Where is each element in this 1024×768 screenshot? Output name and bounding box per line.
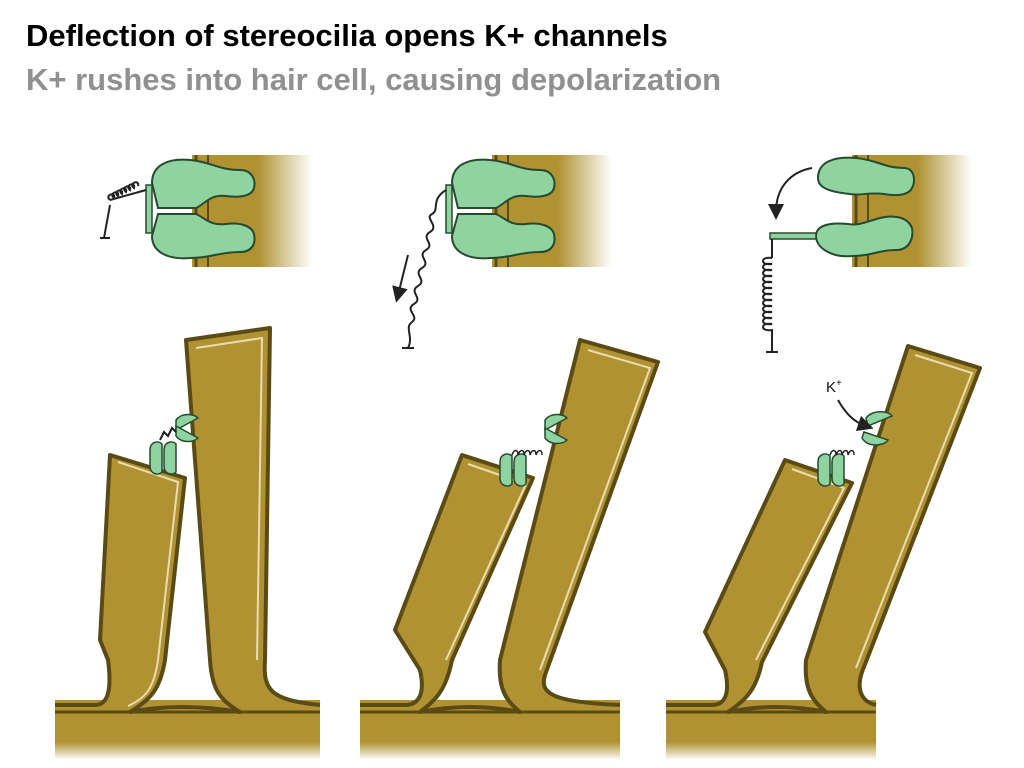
channel-gate-lower-open [814,215,914,258]
channel-gate-lower [150,213,256,260]
upper-channel-opening [544,413,569,445]
slide-subtitle: K+ rushes into hair cell, causing depola… [26,62,722,97]
ion-influx-arrow [837,399,874,432]
deflected-stereocilium [360,338,660,714]
stereocilia-bundle: K+ [666,344,982,760]
lower-channel-opening [499,453,527,487]
channel-gate-upper [450,158,556,209]
lower-channel-closed [149,441,177,475]
tip-link-spring-stretched [402,189,447,349]
stereocilia-bundle [360,338,660,760]
panel-open: K+ [666,155,982,760]
lower-channel-open [817,453,845,487]
tip-link [511,449,543,456]
inset-channel-open [762,155,972,353]
inset-channel-closed [100,155,312,267]
channel-gate-upper-open [816,156,915,197]
pull-arrow [392,254,409,303]
gate-swing-arrow [768,167,813,220]
short-stereocilium [55,326,321,714]
channel-gate-upper [150,158,256,209]
inset-channel-opening [392,155,612,349]
panel-deflected [360,155,660,760]
channel-gate-lower [450,213,556,260]
slide-title: Deflection of stereocilia opens K+ chann… [26,18,668,53]
potassium-label: K+ [826,378,842,396]
stereocilia-bundle [55,326,321,760]
tip-link-spring [100,181,147,239]
upper-channel-closed [175,413,200,443]
tip-link [159,426,177,441]
panel-resting [55,155,321,760]
tip-link [829,449,855,456]
tip-link-spring-released [762,239,778,353]
